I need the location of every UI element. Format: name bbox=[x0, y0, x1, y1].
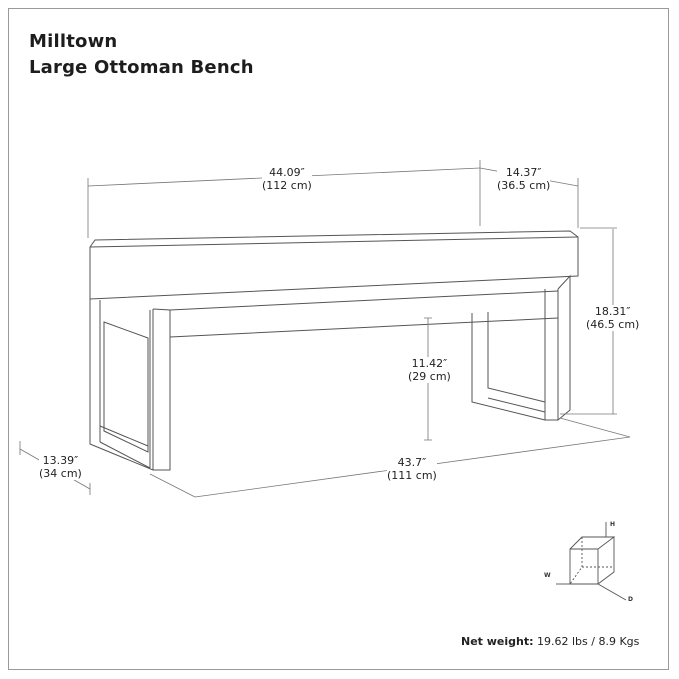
dim-depth-base-imperial: 13.39″ bbox=[42, 454, 79, 467]
dim-depth-top-metric: (36.5 cm) bbox=[497, 179, 551, 192]
cushion-outline bbox=[89, 230, 579, 300]
ext-depth-base bbox=[19, 441, 91, 495]
left-back-leg bbox=[152, 308, 171, 471]
dim-depth-base: 13.39″ (34 cm) bbox=[39, 454, 82, 480]
product-brand-title: Milltown bbox=[29, 31, 118, 52]
ext-height-total bbox=[560, 227, 617, 415]
cushion-front-edge bbox=[89, 236, 579, 248]
dim-width-top-imperial: 44.09″ bbox=[269, 166, 305, 179]
dim-height-total-imperial: 18.31″ bbox=[594, 305, 631, 318]
net-weight-value: 19.62 lbs / 8.9 Kgs bbox=[537, 635, 640, 648]
right-leg-bar bbox=[487, 397, 546, 413]
axis-cube bbox=[556, 522, 627, 601]
right-front-leg bbox=[544, 289, 559, 421]
apron bbox=[169, 290, 559, 338]
dim-height-total-metric: (46.5 cm) bbox=[586, 318, 640, 331]
net-weight-label: Net weight: bbox=[461, 635, 534, 648]
dim-width-base-metric: (111 cm) bbox=[387, 469, 437, 482]
dim-width-base-imperial: 43.7″ bbox=[397, 456, 427, 469]
right-back-leg bbox=[471, 312, 546, 421]
axis-label-w: W bbox=[544, 572, 551, 579]
left-leg-inner bbox=[99, 300, 151, 468]
page-border bbox=[8, 8, 669, 670]
ext-width-base bbox=[149, 417, 631, 498]
left-front-leg bbox=[89, 299, 154, 471]
dim-width-top: 44.09″ (112 cm) bbox=[262, 166, 312, 192]
net-weight: Net weight: 19.62 lbs / 8.9 Kgs bbox=[461, 635, 639, 648]
ext-width-top bbox=[87, 160, 481, 238]
left-leg-bottom bbox=[99, 425, 151, 469]
axis-label-h: H bbox=[610, 521, 616, 528]
dim-depth-top-imperial: 14.37″ bbox=[505, 166, 542, 179]
left-leg-panel bbox=[103, 321, 149, 453]
dim-width-base: 43.7″ (111 cm) bbox=[387, 456, 437, 482]
dim-depth-top: 14.37″ (36.5 cm) bbox=[497, 166, 551, 192]
axis-label-d: D bbox=[628, 596, 633, 603]
dim-height-total: 18.31″ (46.5 cm) bbox=[586, 305, 640, 331]
dim-leg-clearance-imperial: 11.42″ bbox=[411, 357, 448, 370]
axis-d-line bbox=[597, 583, 627, 601]
right-leg-top bbox=[557, 274, 571, 421]
dim-leg-clearance-metric: (29 cm) bbox=[408, 370, 451, 383]
product-name-title: Large Ottoman Bench bbox=[29, 57, 254, 78]
dim-leg-clearance: 11.42″ (29 cm) bbox=[408, 357, 451, 383]
dim-width-top-metric: (112 cm) bbox=[262, 179, 312, 192]
ext-leg-clearance bbox=[424, 317, 432, 441]
dim-depth-base-metric: (34 cm) bbox=[39, 467, 82, 480]
